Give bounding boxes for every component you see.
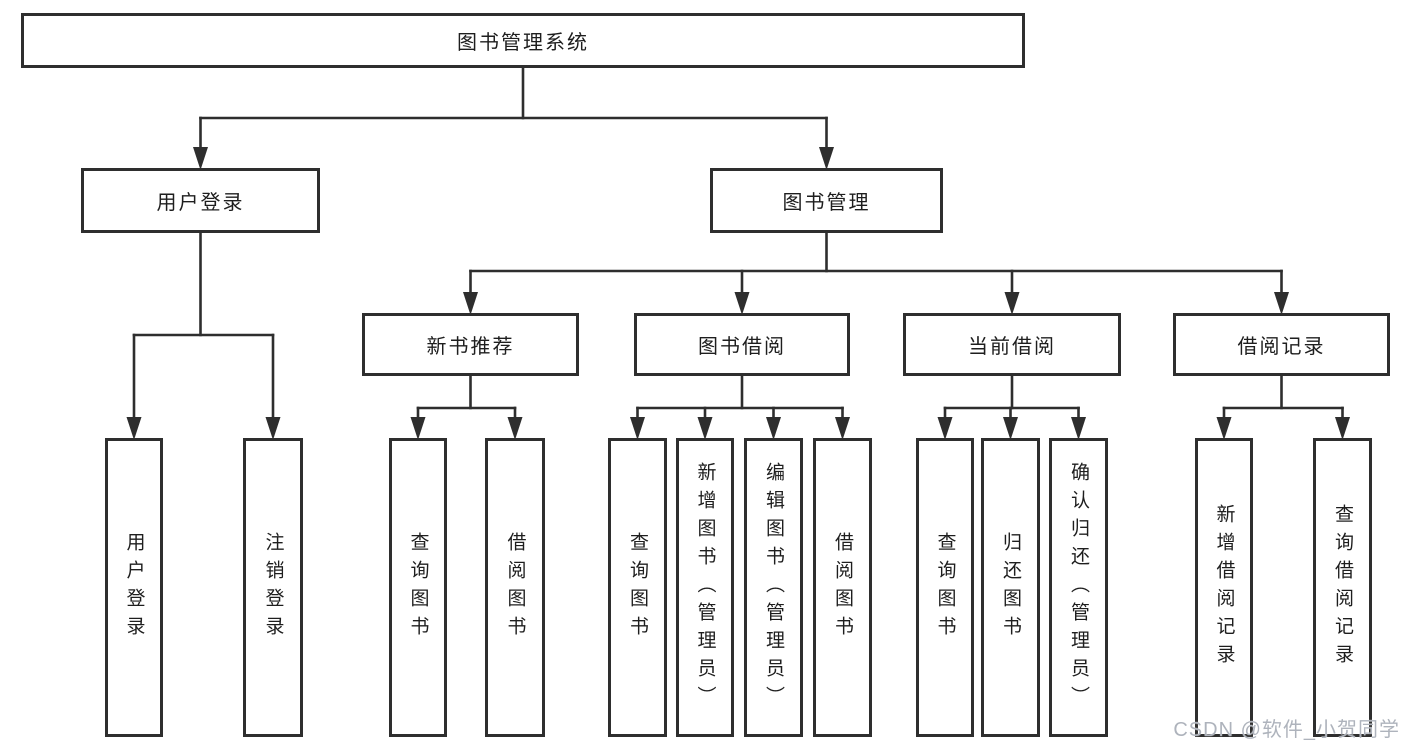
node-recd-query: 查询借阅记录 bbox=[1313, 438, 1372, 737]
node-label-root: 图书管理系统 bbox=[457, 32, 589, 54]
node-rec-borrow: 借阅图书 bbox=[485, 438, 545, 737]
node-cur-confirm: 确认归还（管理员） bbox=[1049, 438, 1108, 737]
node-label-cur-return: 归还图书 bbox=[1000, 531, 1021, 644]
arrowhead-current bbox=[1004, 292, 1020, 315]
node-label-current: 当前借阅 bbox=[968, 336, 1056, 358]
node-mgmt: 图书管理 bbox=[710, 168, 943, 233]
node-label-records: 借阅记录 bbox=[1237, 336, 1326, 358]
node-label-borrow-edit: 编辑图书（管理员） bbox=[763, 461, 784, 714]
arrowhead-borrow-add bbox=[697, 417, 713, 440]
node-recd-add: 新增借阅记录 bbox=[1195, 438, 1253, 737]
node-label-login: 用户登录 bbox=[156, 192, 245, 214]
node-borrow-query: 查询图书 bbox=[608, 438, 667, 737]
arrowhead-cur-return bbox=[1003, 417, 1018, 440]
node-label-recd-query: 查询借阅记录 bbox=[1332, 503, 1353, 672]
arrowhead-borrow bbox=[734, 292, 750, 315]
node-label-borrow-query: 查询图书 bbox=[627, 531, 648, 644]
node-label-rec: 新书推荐 bbox=[426, 336, 515, 358]
node-label-borrow: 图书借阅 bbox=[698, 336, 786, 358]
node-label-rec-query: 查询图书 bbox=[407, 531, 429, 644]
node-label-cur-confirm: 确认归还（管理员） bbox=[1068, 461, 1089, 714]
arrowhead-records bbox=[1274, 292, 1289, 315]
node-label-recd-add: 新增借阅记录 bbox=[1213, 503, 1235, 672]
node-borrow: 图书借阅 bbox=[634, 313, 850, 376]
arrowhead-rec-query bbox=[410, 417, 426, 440]
arrowhead-cur-confirm bbox=[1071, 417, 1086, 440]
node-rec-query: 查询图书 bbox=[389, 438, 447, 737]
watermark-text: CSDN @软件_小贺同学 bbox=[1173, 719, 1400, 741]
node-label-rec-borrow: 借阅图书 bbox=[504, 531, 526, 644]
node-login-user: 用户登录 bbox=[105, 438, 163, 737]
node-label-borrow-add: 新增图书（管理员） bbox=[694, 461, 716, 714]
node-cur-return: 归还图书 bbox=[981, 438, 1040, 737]
arrowhead-borrow-edit bbox=[766, 417, 781, 440]
arrowhead-recd-add bbox=[1216, 417, 1232, 440]
arrowhead-cur-query bbox=[937, 417, 953, 440]
node-borrow-edit: 编辑图书（管理员） bbox=[744, 438, 803, 737]
node-rec: 新书推荐 bbox=[362, 313, 579, 376]
node-current: 当前借阅 bbox=[903, 313, 1121, 376]
arrowhead-login-user bbox=[126, 417, 142, 440]
node-label-borrow-borrow: 借阅图书 bbox=[832, 531, 853, 644]
arrowhead-mgmt bbox=[819, 147, 834, 170]
node-login-logout: 注销登录 bbox=[243, 438, 303, 737]
node-borrow-add: 新增图书（管理员） bbox=[676, 438, 734, 737]
arrowhead-borrow-query bbox=[630, 417, 645, 440]
arrowhead-login-logout bbox=[265, 417, 281, 440]
arrowhead-rec-borrow bbox=[507, 417, 523, 440]
node-root: 图书管理系统 bbox=[21, 13, 1025, 68]
node-cur-query: 查询图书 bbox=[916, 438, 974, 737]
node-label-login-logout: 注销登录 bbox=[262, 531, 284, 644]
arrowhead-recd-query bbox=[1335, 417, 1350, 440]
arrowhead-login bbox=[193, 147, 208, 170]
arrowhead-borrow-borrow bbox=[835, 417, 850, 440]
node-label-cur-query: 查询图书 bbox=[934, 531, 956, 644]
node-login: 用户登录 bbox=[81, 168, 320, 233]
node-borrow-borrow: 借阅图书 bbox=[813, 438, 872, 737]
node-records: 借阅记录 bbox=[1173, 313, 1390, 376]
node-label-login-user: 用户登录 bbox=[123, 531, 145, 644]
node-label-mgmt: 图书管理 bbox=[782, 192, 871, 214]
arrowhead-rec bbox=[463, 292, 478, 315]
